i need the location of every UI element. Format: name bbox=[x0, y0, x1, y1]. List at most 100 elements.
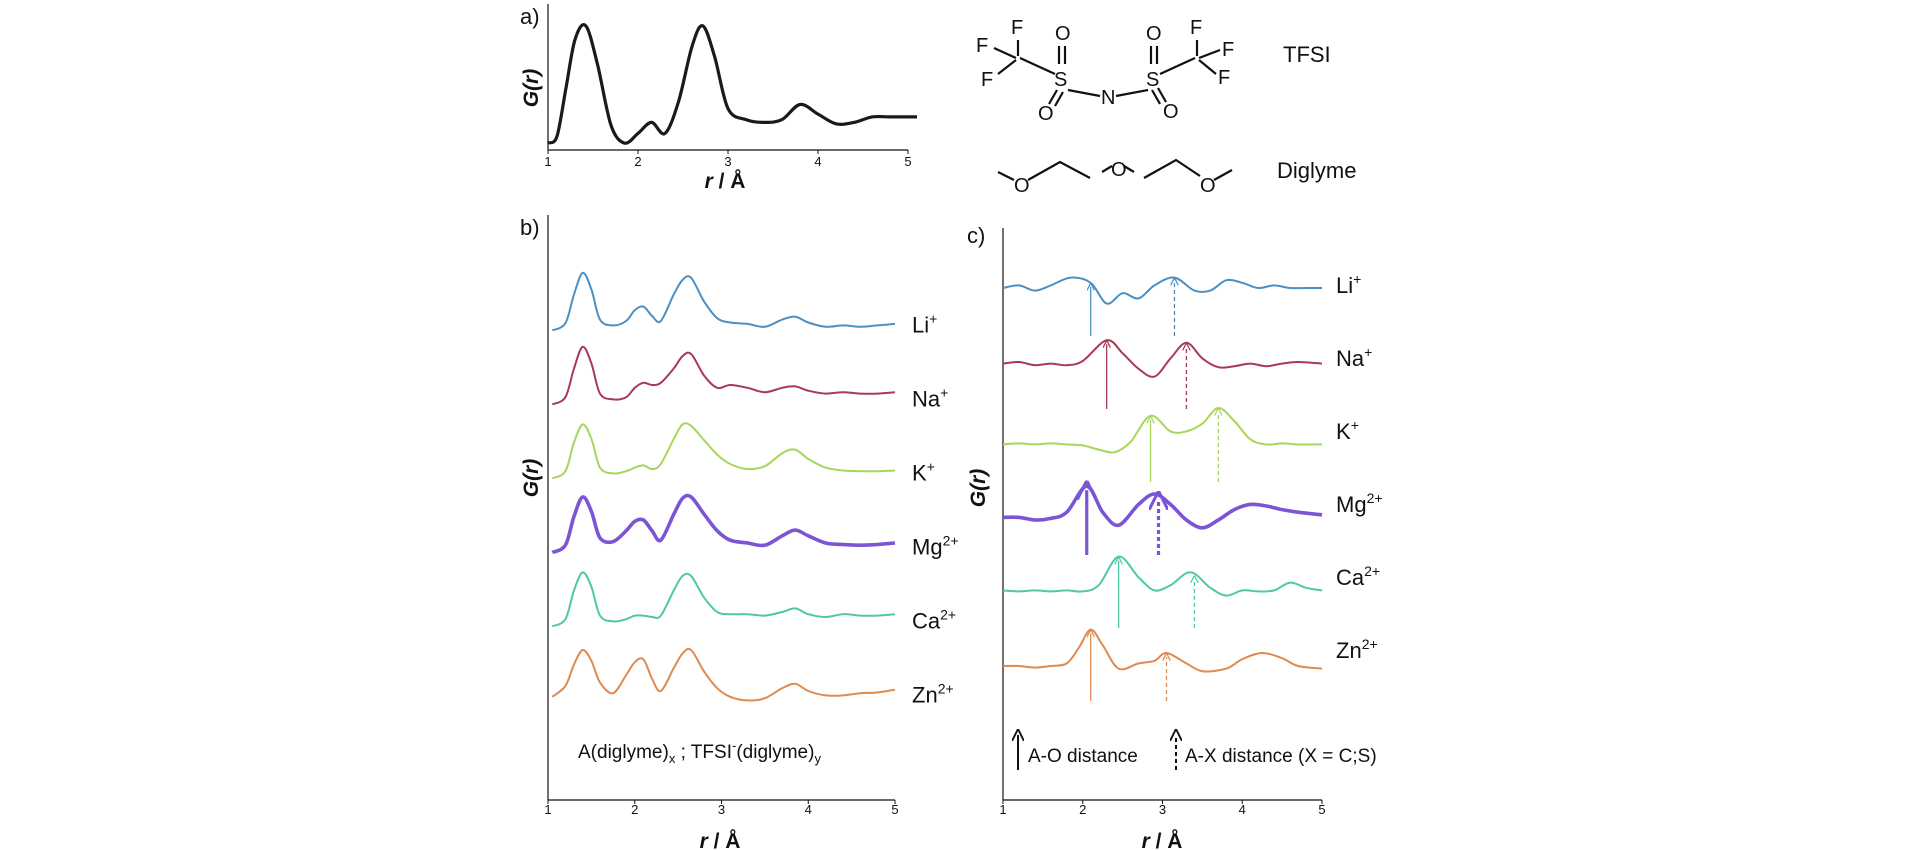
ion-label-base: Li bbox=[912, 313, 929, 338]
series-line-zn bbox=[551, 647, 896, 702]
ion-label-zn: Zn2+ bbox=[1336, 636, 1378, 663]
atom-f: F bbox=[1011, 17, 1023, 39]
panel-b-series bbox=[551, 271, 896, 702]
panel-b-xlabel-unit: / Å bbox=[708, 829, 741, 850]
diglyme-atoms: O O O bbox=[1014, 159, 1216, 197]
x-tick-label: 2 bbox=[631, 802, 638, 817]
ion-label-base: Na bbox=[912, 387, 941, 412]
bond bbox=[1143, 158, 1201, 179]
ion-label-charge: 2+ bbox=[1367, 490, 1383, 506]
ion-label-charge: 2+ bbox=[938, 681, 954, 697]
panel-b-ylabel: G(r) bbox=[520, 459, 543, 498]
series-line-ca bbox=[1002, 555, 1323, 597]
bond bbox=[1054, 91, 1064, 107]
ion-label-na: Na+ bbox=[912, 385, 948, 412]
atom-f: F bbox=[1218, 67, 1230, 89]
ion-label-base: Ca bbox=[912, 609, 941, 634]
ion-label-na: Na+ bbox=[1336, 344, 1372, 371]
panel-c-axes bbox=[1002, 228, 1322, 801]
atom-o: O bbox=[1111, 159, 1127, 181]
x-tick-label: 1 bbox=[544, 802, 551, 817]
panel-b-label: b) bbox=[520, 215, 540, 240]
bond bbox=[1115, 88, 1149, 98]
ion-label-k: K+ bbox=[912, 459, 935, 486]
legend-dashed-label: A-X distance (X = C;S) bbox=[1185, 746, 1377, 767]
atom-o: O bbox=[1163, 101, 1179, 123]
series-line-na bbox=[551, 345, 896, 406]
tfsi-atoms: F F F O S O N O S O F F F bbox=[976, 17, 1234, 125]
panel-c-ylabel: G(r) bbox=[967, 469, 990, 508]
x-tick-label: 4 bbox=[805, 802, 812, 817]
x-tick-label: 3 bbox=[724, 154, 731, 169]
ion-label-base: Zn bbox=[912, 683, 938, 708]
series-line-mg bbox=[551, 493, 896, 555]
ion-label-base: K bbox=[1336, 419, 1351, 444]
ion-label-base: Zn bbox=[1336, 638, 1362, 663]
ion-label-charge: + bbox=[1364, 344, 1372, 360]
panel-c-xlabel-unit: / Å bbox=[1150, 829, 1183, 850]
ion-label-ca: Ca2+ bbox=[912, 607, 956, 634]
bond bbox=[1159, 56, 1196, 76]
panel-c-legend: A-O distance A-X distance (X = C;S) bbox=[1018, 735, 1377, 770]
ion-label-mg: Mg2+ bbox=[1336, 490, 1383, 517]
ion-label-charge: + bbox=[929, 311, 937, 327]
series-line-a bbox=[547, 23, 917, 145]
series-line-li bbox=[551, 271, 896, 332]
atom-f: F bbox=[1222, 39, 1234, 61]
ion-label-li: Li+ bbox=[912, 311, 937, 338]
bond bbox=[1123, 165, 1135, 173]
bond bbox=[1019, 56, 1056, 76]
series-line-zn bbox=[1002, 628, 1323, 673]
ion-label-charge: 2+ bbox=[940, 607, 956, 623]
ion-label-base: Mg bbox=[1336, 492, 1367, 517]
panel-a-xlabel-r: r bbox=[705, 170, 715, 193]
ion-label-base: K bbox=[912, 461, 927, 486]
atom-s: S bbox=[1146, 69, 1159, 91]
x-tick-label: 4 bbox=[814, 154, 821, 169]
tfsi-structure bbox=[993, 40, 1221, 107]
panel-c-ion-labels: Li+Na+K+Mg2+Ca2+Zn2+ bbox=[1336, 271, 1383, 663]
ion-label-li: Li+ bbox=[1336, 271, 1361, 298]
panel-b-xlabel: r / Å bbox=[700, 829, 741, 850]
atom-f: F bbox=[1190, 17, 1202, 39]
ion-label-base: Ca bbox=[1336, 565, 1365, 590]
note-sep: ; TFSI bbox=[675, 742, 732, 763]
ion-label-charge: + bbox=[1351, 417, 1359, 433]
bond bbox=[1151, 89, 1161, 105]
note-b: (diglyme) bbox=[736, 742, 814, 763]
series-line-li bbox=[1002, 276, 1322, 305]
x-tick-label: 1 bbox=[544, 154, 551, 169]
ion-label-charge: + bbox=[927, 459, 935, 475]
atom-o: O bbox=[1200, 175, 1216, 197]
series-line-k bbox=[551, 422, 896, 480]
bond bbox=[1101, 165, 1113, 173]
x-tick-label: 5 bbox=[1318, 802, 1325, 817]
x-tick-label: 4 bbox=[1239, 802, 1246, 817]
panel-b-xlabel-r: r bbox=[700, 830, 710, 850]
bond bbox=[1027, 160, 1091, 181]
atom-f: F bbox=[981, 69, 993, 91]
panel-c-series bbox=[1002, 276, 1323, 673]
atom-s: S bbox=[1054, 69, 1067, 91]
panel-c-xlabel-r: r bbox=[1142, 830, 1152, 850]
bond bbox=[1213, 169, 1233, 181]
panel-b-axes bbox=[547, 215, 895, 801]
bond bbox=[993, 46, 1017, 60]
ion-label-charge: 2+ bbox=[1362, 636, 1378, 652]
x-tick-label: 1 bbox=[999, 802, 1006, 817]
ion-label-base: Li bbox=[1336, 273, 1353, 298]
ion-label-mg: Mg2+ bbox=[912, 533, 959, 560]
x-tick-label: 3 bbox=[718, 802, 725, 817]
bond bbox=[1067, 88, 1101, 98]
ion-label-charge: 2+ bbox=[1364, 563, 1380, 579]
series-line-k bbox=[1002, 407, 1323, 454]
series-line-ca bbox=[551, 571, 896, 628]
atom-o: O bbox=[1055, 23, 1071, 45]
atom-o: O bbox=[1146, 23, 1162, 45]
atom-n: N bbox=[1101, 87, 1115, 109]
